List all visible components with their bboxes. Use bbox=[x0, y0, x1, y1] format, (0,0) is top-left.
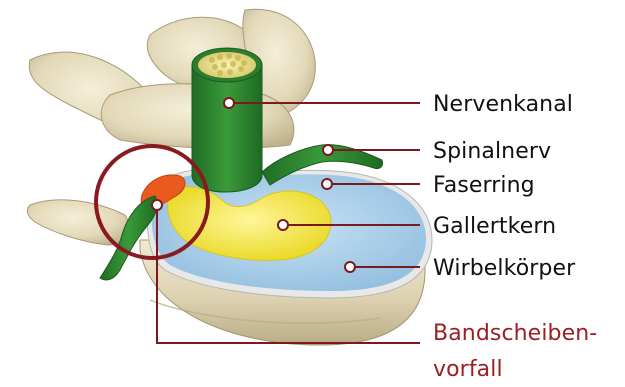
marker-dot-icon bbox=[345, 262, 355, 272]
label-bandscheibenvorfall-line1: Bandscheiben- bbox=[433, 321, 597, 346]
spinal-cord bbox=[192, 65, 262, 192]
intervertebral-disc bbox=[141, 169, 432, 298]
label-nervenkanal: Nervenkanal bbox=[433, 92, 573, 117]
labels: Nervenkanal Spinalnerv Faserring Gallert… bbox=[433, 92, 597, 382]
lower-process-left bbox=[27, 200, 129, 245]
marker-dot-icon bbox=[278, 220, 288, 230]
marker-dot-icon bbox=[323, 145, 333, 155]
label-gallertkern: Gallertkern bbox=[433, 214, 556, 239]
marker-dot-icon bbox=[224, 98, 234, 108]
label-faserring: Faserring bbox=[433, 173, 535, 198]
label-bandscheibenvorfall-line2: vorfall bbox=[433, 357, 503, 382]
label-wirbelkoerper: Wirbelkörper bbox=[433, 256, 576, 281]
marker-dot-icon bbox=[152, 200, 162, 210]
label-spinalnerv: Spinalnerv bbox=[433, 139, 551, 164]
marker-dot-icon bbox=[322, 179, 332, 189]
